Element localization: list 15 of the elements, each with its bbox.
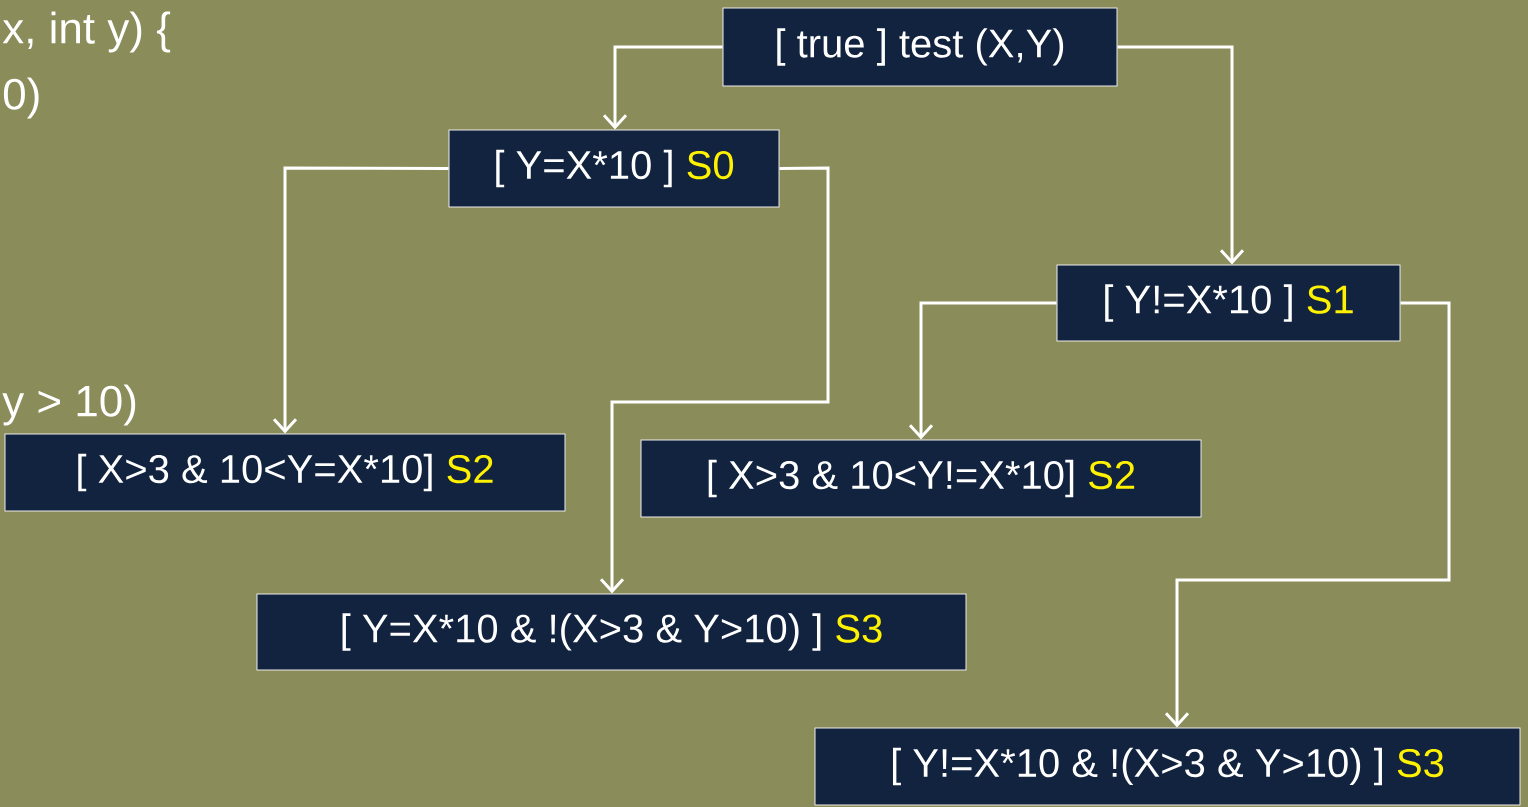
condition-box: [ true ] test (X,Y) bbox=[722, 7, 1118, 87]
arrow bbox=[599, 166, 830, 594]
arrow bbox=[602, 45, 723, 130]
condition-box: [ Y=X*10 ] S0 bbox=[448, 129, 780, 208]
condition-box: [ X>3 & 10<Y=X*10] S2 bbox=[4, 433, 566, 512]
code-text: x, int y) { bbox=[2, 11, 171, 53]
arrow bbox=[908, 301, 1057, 440]
condition-box: [ Y!=X*10 & !(X>3 & Y>10) ] S3 bbox=[814, 727, 1521, 806]
condition-box: [ X>3 & 10<Y!=X*10] S2 bbox=[640, 439, 1202, 518]
arrow bbox=[272, 166, 449, 434]
condition-box: [ Y!=X*10 ] S1 bbox=[1056, 264, 1401, 342]
condition-box: [ Y=X*10 & !(X>3 & Y>10) ] S3 bbox=[256, 593, 967, 671]
code-text: 0) bbox=[3, 77, 39, 119]
arrow bbox=[1117, 45, 1245, 265]
arrow bbox=[1164, 301, 1451, 728]
